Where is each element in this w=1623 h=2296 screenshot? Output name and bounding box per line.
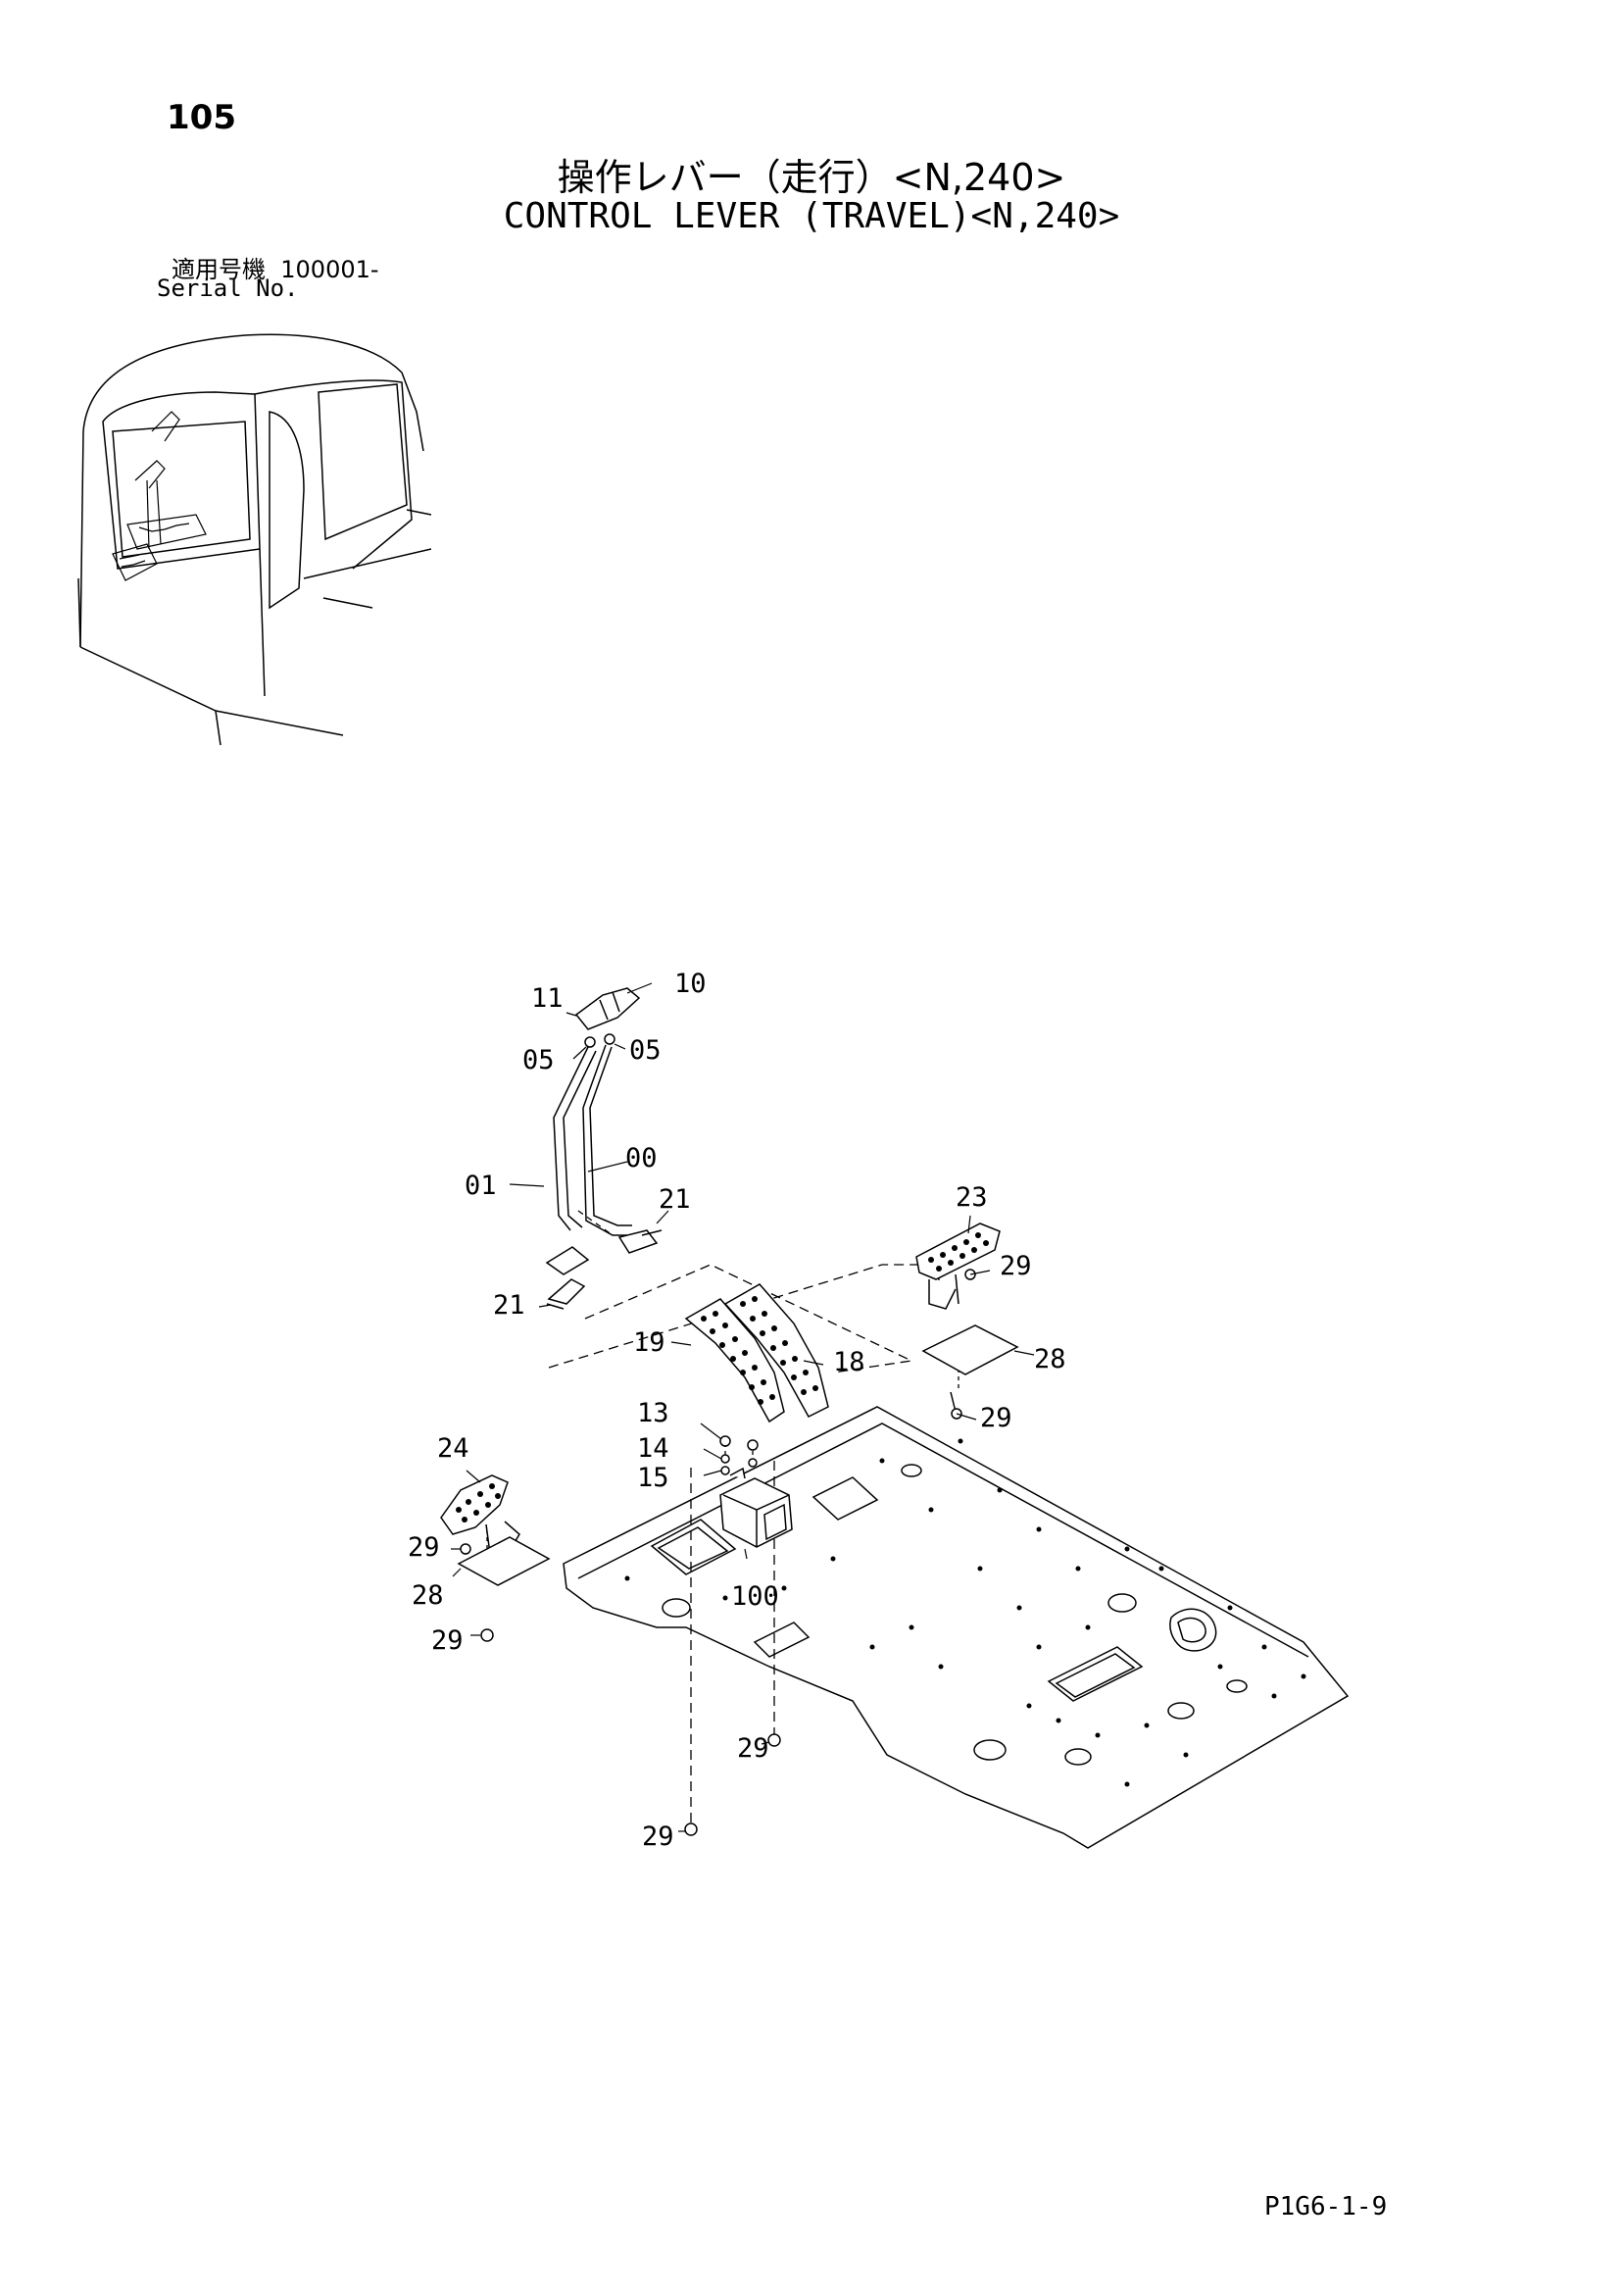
callout-10: 10 [674,969,707,999]
callout-11: 11 [531,983,564,1014]
lever-assembly [545,1033,663,1310]
callout-23: 23 [956,1182,988,1213]
callout-29-bottom: 29 [642,1822,674,1852]
serial-label-ja-text: 適用号機 [172,256,266,283]
callout-29-lower-left: 29 [431,1625,464,1656]
callout-21-upper: 21 [659,1184,691,1215]
floor-plate [563,1406,1350,1849]
callout-100: 100 [731,1581,779,1612]
callout-28-right: 28 [1034,1344,1066,1374]
callout-21-lower: 21 [493,1290,525,1321]
callout-leaders [451,982,1035,1832]
callout-05-left: 05 [522,1045,555,1075]
pedal-24-assembly [440,1474,551,1642]
serial-number-value: 100001- [280,256,379,283]
cab-location-thumbnail [77,333,431,746]
callout-29-lower-center: 29 [737,1733,769,1764]
document-code: P1G6-1-9 [1264,2192,1388,2221]
travel-pedals [684,1283,829,1423]
serial-label-english: Serial No. [157,275,299,302]
callout-13: 13 [637,1398,669,1428]
callout-29-right: 29 [980,1403,1012,1433]
callout-19: 19 [633,1327,665,1358]
callout-28-left: 28 [412,1580,444,1611]
callout-24: 24 [437,1433,469,1464]
callout-05-right: 05 [629,1035,662,1066]
page-title-english: CONTROL LEVER (TRAVEL)<N,240> [503,196,1120,236]
pedal-grip-pattern [701,1296,818,1405]
page-number: 105 [167,98,236,137]
pilot-valve-100 [684,1435,793,1836]
callout-29-upper-right: 29 [1000,1251,1032,1281]
callout-labels: 11 10 05 05 00 01 21 21 23 29 19 18 28 2… [408,969,1066,1852]
serial-label-japanese: 適用号機 100001- [172,250,379,284]
callout-00: 00 [625,1143,658,1173]
callout-15: 15 [637,1463,669,1493]
page-title-japanese: 操作レバー（走行）<N,240> [557,156,1066,199]
callout-29-left: 29 [408,1532,440,1563]
callout-14: 14 [637,1433,669,1464]
callout-01: 01 [465,1171,497,1201]
lever-knob [574,987,641,1030]
callout-18: 18 [833,1347,865,1377]
